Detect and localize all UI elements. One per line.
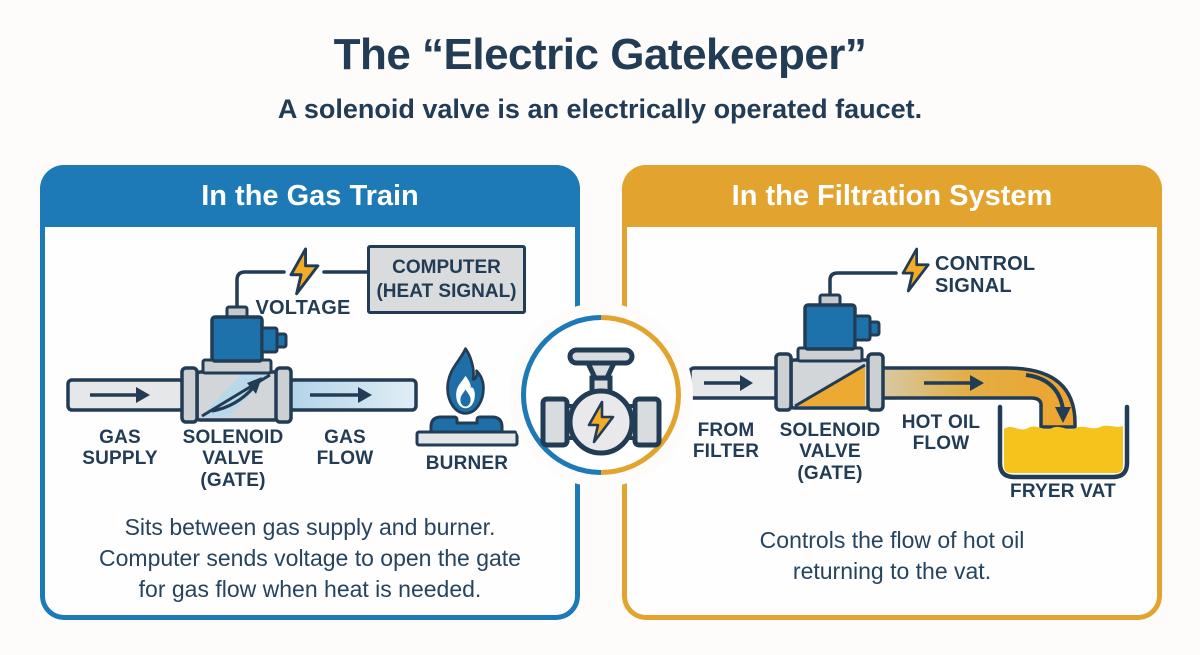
gas-flow-label: GAS FLOW — [316, 427, 374, 470]
pour-arrow-icon — [1025, 373, 1071, 423]
center-valve-icon — [540, 347, 662, 456]
hot-oil-pipe — [875, 366, 1077, 429]
burner-label: BURNER — [425, 453, 509, 474]
fryer-vat-icon — [997, 404, 1130, 480]
computer-box-line1: COMPUTER — [392, 257, 501, 279]
solenoid-valve-label: SOLENOID VALVE (GATE) — [779, 420, 881, 484]
hot-oil-flow-label: HOT OIL FLOW — [901, 412, 981, 455]
voltage-label: VOLTAGE — [255, 297, 351, 319]
flow-arrow-icon — [90, 387, 150, 403]
gas-train-caption: Sits between gas supply and burner. Comp… — [99, 514, 521, 602]
center-valve-badge-inner — [526, 320, 676, 470]
center-valve-badge — [521, 315, 681, 475]
gas-supply-label: GAS SUPPLY — [82, 427, 158, 470]
flow-arrow-icon — [924, 375, 984, 391]
solenoid-valve-icon — [774, 293, 885, 412]
gas-supply-pipe — [66, 378, 185, 412]
filtration-panel: In the Filtration System — [622, 165, 1162, 620]
filtration-header: In the Filtration System — [622, 165, 1162, 227]
control-wire — [828, 271, 898, 297]
computer-box: COMPUTER (HEAT SIGNAL) — [367, 245, 526, 314]
from-filter-pipe — [688, 366, 780, 400]
computer-box-line2: (HEAT SIGNAL) — [376, 280, 517, 302]
fryer-vat-label: FRYER VAT — [1010, 481, 1116, 502]
lightning-bolt-icon — [587, 400, 615, 444]
burner-icon — [415, 347, 519, 447]
page-title: The “Electric Gatekeeper” — [333, 30, 867, 79]
lightning-bolt-icon — [901, 247, 930, 293]
gas-train-diagram — [66, 247, 519, 447]
voltage-wire — [235, 270, 369, 309]
from-filter-label: FROM FILTER — [692, 420, 760, 463]
control-signal-label: CONTROL SIGNAL — [935, 253, 1036, 298]
solenoid-valve-label: SOLENOID VALVE (GATE) — [182, 427, 284, 491]
flow-arrow-icon — [704, 375, 753, 391]
filtration-caption: Controls the flow of hot oil returning t… — [759, 527, 1025, 584]
page-subtitle: A solenoid valve is an electrically oper… — [277, 94, 923, 124]
valve-flow-arrow-icon — [211, 377, 262, 413]
flow-arrow-icon — [310, 387, 372, 403]
gas-flow-pipe — [288, 378, 418, 412]
gas-train-header: In the Gas Train — [40, 165, 580, 227]
lightning-bolt-icon — [289, 247, 320, 296]
filtration-diagram — [688, 247, 1130, 480]
gas-train-panel: In the Gas Train — [40, 165, 580, 620]
solenoid-valve-icon — [180, 305, 293, 424]
flame-icon — [446, 347, 485, 415]
